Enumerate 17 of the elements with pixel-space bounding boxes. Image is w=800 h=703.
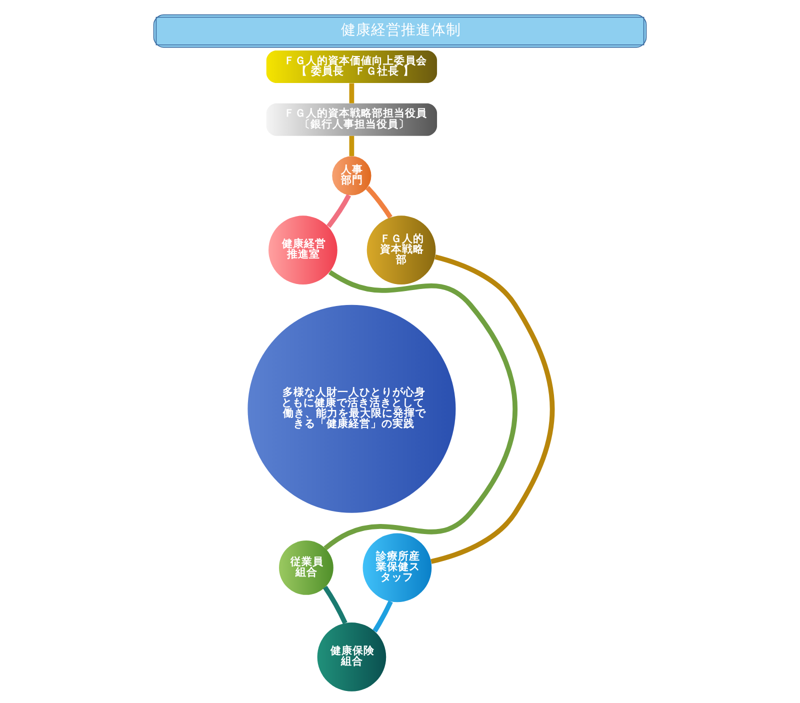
- connector: [349, 83, 354, 104]
- node-circle: 診療所産業保健スタッフ: [362, 533, 432, 602]
- diagram-title: 健康経営推進体制: [341, 22, 462, 39]
- connector: [366, 186, 392, 219]
- connector: [322, 586, 348, 624]
- node-circle: 健康保険組合: [317, 622, 386, 692]
- connector: [372, 600, 393, 632]
- node-circle: 多様な人財一人ひとりが心身ともに健康で活き活きとして働き、能力を最大限に発揮できる「健康経営」の実践: [248, 304, 456, 513]
- node-box: ＦＧ人的資本価値向上委員会 【 委員長 ＦＧ社長 】: [266, 50, 438, 84]
- node-circle: 健康経営推進室: [268, 216, 338, 284]
- node-circle: 人事部門: [332, 156, 372, 196]
- connector: [324, 270, 518, 550]
- node-circle: ＦＧ人的資本戦略部: [366, 216, 436, 284]
- connector: [326, 194, 352, 228]
- connector: [430, 254, 555, 564]
- node-circle: 従業員組合: [278, 540, 334, 595]
- connector: [349, 136, 354, 156]
